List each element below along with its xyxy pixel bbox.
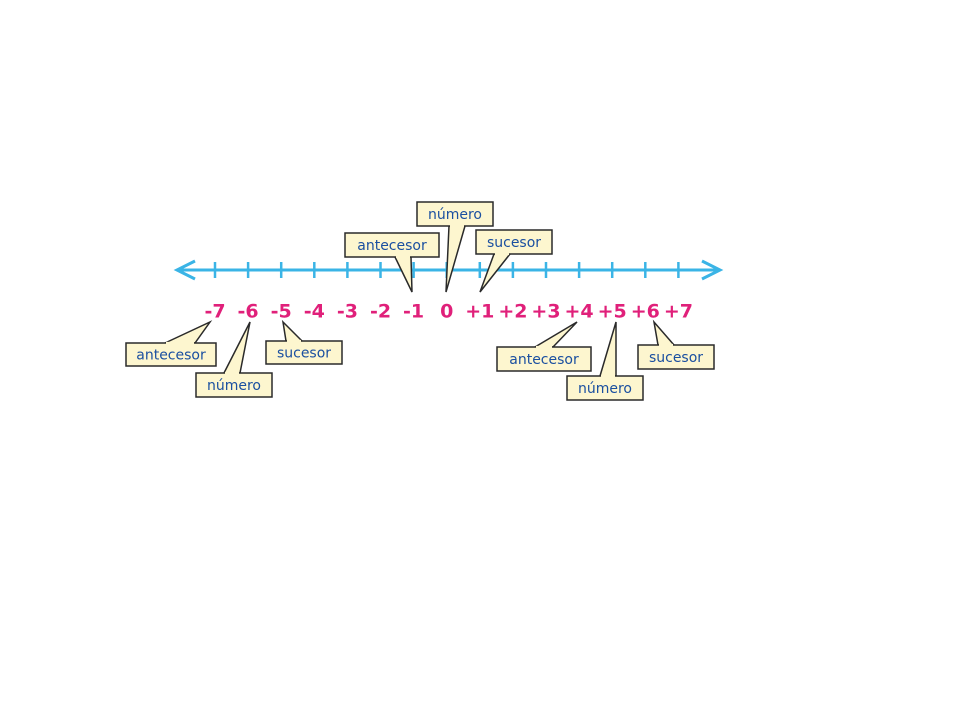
tick-label: 0 [440, 301, 453, 323]
callout-numero-pos5: número [566, 321, 644, 401]
callout-sucesor-pos6: sucesor [637, 319, 715, 370]
callout-label: número [428, 207, 482, 223]
callout-label: sucesor [277, 346, 331, 362]
tick-label: +3 [531, 301, 560, 323]
tick-label: -1 [403, 301, 424, 323]
callout-box [637, 344, 715, 370]
callout-pointer [652, 319, 676, 346]
callout-pointer [164, 320, 213, 344]
callout-box [416, 201, 494, 227]
tick-label: -4 [304, 301, 325, 323]
callout-pointer [532, 321, 578, 348]
callout-box [566, 375, 644, 401]
tick-labels: -7 -6 -5 -4 -3 -2 -1 0 +1+2+3+4+5+6+7 [204, 301, 693, 323]
callout-pointer [281, 319, 304, 342]
callouts: antecesornúmerosucesorantecesornúmerosuc… [125, 201, 715, 401]
callout-sucesor-neg5: sucesor [265, 319, 343, 365]
callout-label: número [207, 378, 261, 394]
callout-label: antecesor [136, 348, 206, 364]
tick-label: +6 [631, 301, 660, 323]
callout-sucesor-pos1: sucesor [475, 229, 553, 293]
callout-box [265, 340, 343, 365]
callout-numero-neg6: número [195, 321, 273, 398]
callout-label: sucesor [487, 235, 541, 251]
left-arrowhead [173, 259, 196, 281]
callout-pointer [598, 321, 617, 377]
tick-label: -6 [238, 301, 259, 323]
callout-antecesor-neg1: antecesor [344, 232, 440, 293]
callout-box [195, 372, 273, 398]
tick-label: -3 [337, 301, 358, 323]
callout-box [344, 232, 440, 258]
callout-label: sucesor [649, 350, 703, 366]
tick-label: +1 [465, 301, 494, 323]
tick-label: +5 [598, 301, 627, 323]
callout-antecesor-neg7: antecesor [125, 320, 217, 367]
callout-label: antecesor [357, 238, 427, 254]
tick-label: -5 [271, 301, 292, 323]
right-arrowhead [701, 259, 724, 281]
callout-box [475, 229, 553, 255]
callout-pointer [393, 256, 413, 293]
callout-pointer [479, 253, 512, 293]
tick-label: -2 [370, 301, 391, 323]
callout-label: antecesor [509, 352, 579, 368]
callout-pointer [445, 225, 466, 293]
callout-numero-0: número [416, 201, 494, 293]
callout-antecesor-pos4: antecesor [496, 321, 592, 372]
tick-label: -7 [204, 301, 225, 323]
callout-pointer [222, 321, 251, 374]
tick-label: +4 [565, 301, 594, 323]
callout-label: número [578, 381, 632, 397]
tick-label: +7 [664, 301, 693, 323]
tick-label: +2 [498, 301, 527, 323]
callout-box [496, 346, 592, 372]
